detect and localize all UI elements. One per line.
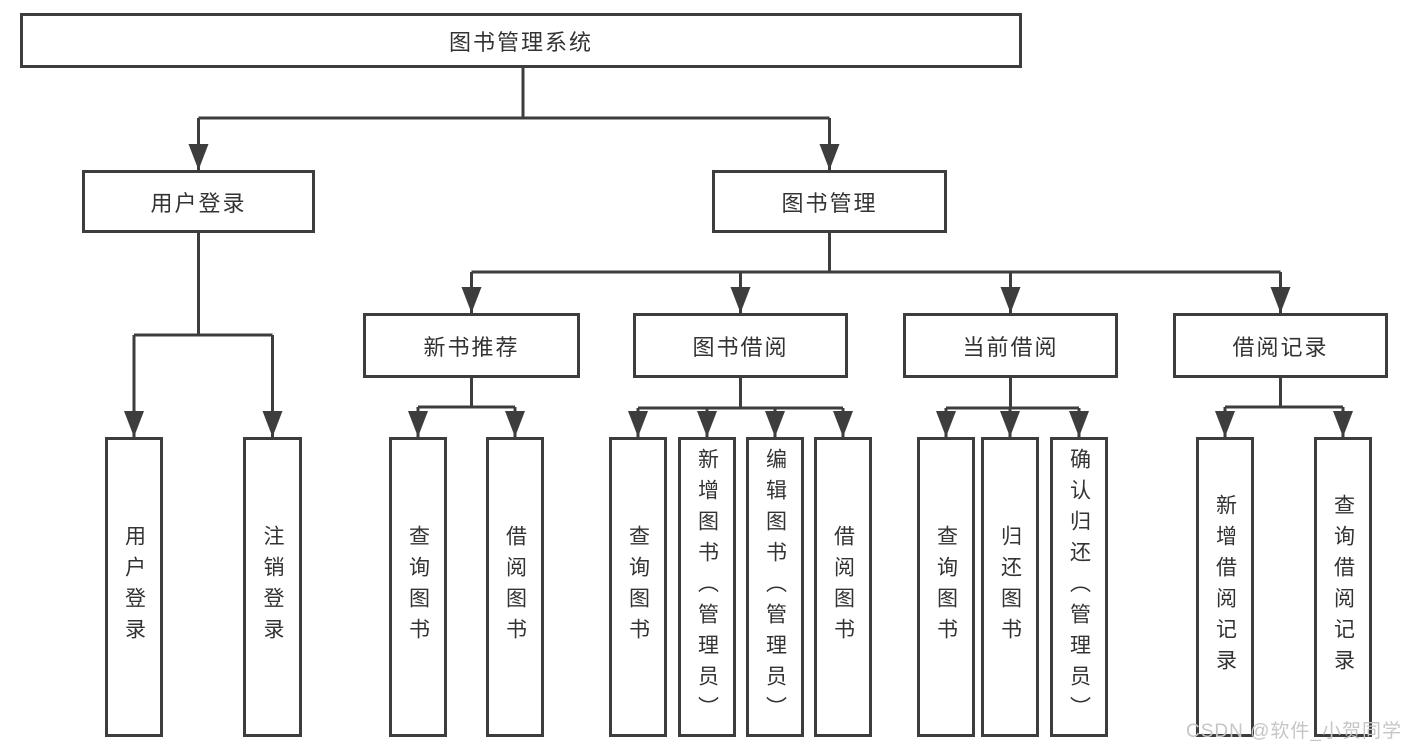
node-book-borrow: 图书借阅 bbox=[633, 313, 848, 378]
leaf-user-login: 用户登录 bbox=[105, 437, 163, 737]
connector-arrows bbox=[124, 118, 1353, 437]
node-root-system: 图书管理系统 bbox=[20, 13, 1022, 68]
leaf-cb-return-book: 归还图书 bbox=[981, 437, 1039, 737]
node-current-borrow: 当前借阅 bbox=[903, 313, 1118, 378]
leaf-br-query-record: 查询借阅记录 bbox=[1314, 437, 1372, 737]
connector-trunks bbox=[134, 67, 1343, 410]
leaf-bb-edit-book-admin: 编辑图书（管理员） bbox=[746, 437, 804, 737]
leaf-cb-query-book: 查询图书 bbox=[917, 437, 975, 737]
leaf-logout: 注销登录 bbox=[243, 437, 302, 737]
leaf-nbr-query-book: 查询图书 bbox=[389, 437, 447, 737]
node-book-management: 图书管理 bbox=[712, 170, 947, 233]
csdn-watermark: CSDN @软件_小贺同学 bbox=[1186, 721, 1402, 742]
leaf-cb-confirm-return-admin: 确认归还（管理员） bbox=[1050, 437, 1108, 737]
leaf-br-add-record: 新增借阅记录 bbox=[1196, 437, 1254, 737]
leaf-nbr-borrow-book: 借阅图书 bbox=[486, 437, 544, 737]
node-user-login: 用户登录 bbox=[82, 170, 315, 233]
node-new-book-recommend: 新书推荐 bbox=[363, 313, 580, 378]
leaf-bb-query-book: 查询图书 bbox=[609, 437, 667, 737]
leaf-bb-add-book-admin: 新增图书（管理员） bbox=[678, 437, 736, 737]
node-borrow-records: 借阅记录 bbox=[1173, 313, 1388, 378]
leaf-bb-borrow-book: 借阅图书 bbox=[814, 437, 872, 737]
